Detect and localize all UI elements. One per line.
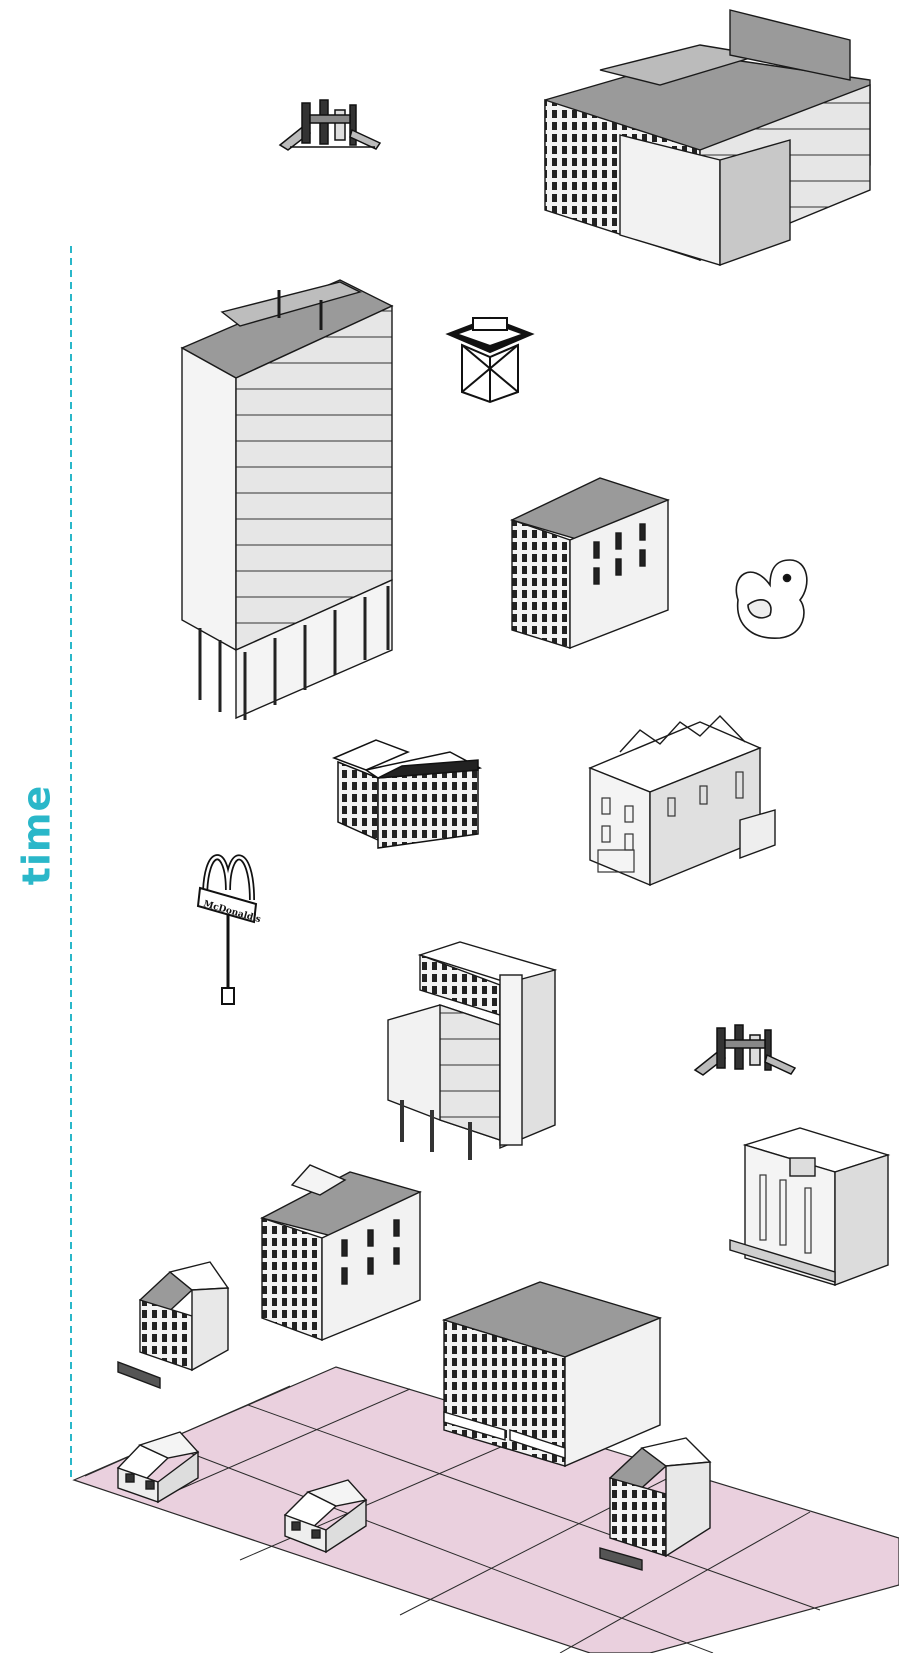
mcdonalds-sign: McDonald's [196,854,262,1005]
open-warehouse [729,1127,891,1287]
stilted-apartment-building [387,941,558,1160]
time-axis-label: time [14,784,58,886]
historic-storefront-block [441,1281,663,1468]
rowhouse-lower [260,1164,422,1342]
ornate-commercial-building [331,739,483,849]
playground-set-lower [693,1024,797,1076]
small-bungalow-2 [283,1479,368,1554]
water-tower [445,316,535,404]
highrise-tower [180,279,394,720]
victorian-corner-building [588,715,776,887]
two-story-house-left [117,1261,230,1390]
modern-office-block [544,9,871,266]
playground-set-top [278,99,382,151]
small-bungalow-1 [116,1431,200,1504]
time-axis-label-box: time [14,770,58,900]
rubber-duck [735,559,808,639]
brick-rowhouse-middle [510,477,670,650]
two-story-house-right [599,1437,712,1571]
